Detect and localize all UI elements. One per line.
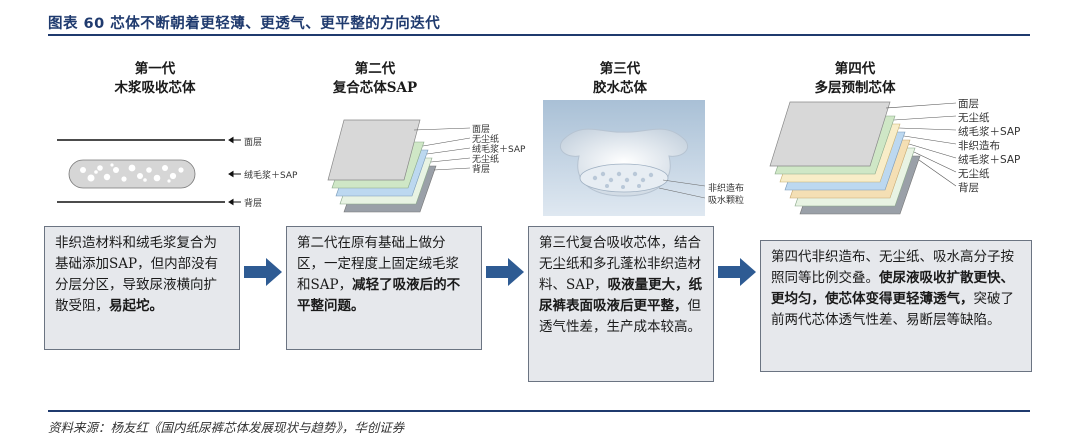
figure-source: 资料来源：杨友红《国内纸尿裤芯体发展现状与趋势》，华创证券 xyxy=(48,420,405,435)
gen1-layer-label: 绒毛浆＋SAP xyxy=(244,171,298,181)
gen3-description-box: 第三代复合吸收芯体，结合无尘纸和多孔蓬松非织造材料、SAP，吸液量更大，纸尿裤表… xyxy=(528,226,714,382)
gen3-title-line2: 胶水芯体 xyxy=(593,80,647,96)
gen1-description-box: 非织造材料和绒毛浆复合为基础添加SAP，但内部没有分层分区，导致尿液横向扩散受阻… xyxy=(44,226,240,350)
gen3-leader-lines xyxy=(658,179,705,199)
gen3-core-cells xyxy=(592,171,654,189)
figure-title: 图表 60 芯体不断朝着更轻薄、更透气、更平整的方向迭代 xyxy=(48,15,441,32)
gen4-layer-label: 绒毛浆＋SAP xyxy=(958,126,1021,138)
gen2-leader-lines xyxy=(413,127,470,171)
gen3-text: 第三代复合吸收芯体，结合无尘纸和多孔蓬松非织造材料、SAP， xyxy=(539,235,701,293)
gen1-heading: 第一代 木浆吸收芯体 xyxy=(80,60,230,98)
gen4-layer-label: 绒毛浆＋SAP xyxy=(958,154,1021,166)
gen2-layer-label: 无尘纸 xyxy=(472,155,500,165)
gen1-leader-arrows xyxy=(228,136,241,206)
gen4-layer-label: 非织造布 xyxy=(958,140,1000,152)
gen2-diagram xyxy=(327,119,470,213)
gen3-text-emphasis: 吸液量更大，纸尿裤表面吸液后更平整， xyxy=(539,277,703,314)
gen2-layer-label: 背层 xyxy=(472,165,491,175)
gen2-layer-label: 面层 xyxy=(472,125,491,135)
gen1-core-pill xyxy=(68,159,196,189)
gen4-leader-lines xyxy=(885,102,957,187)
figure-title-bar: 图表 60 芯体不断朝着更轻薄、更透气、更平整的方向迭代 xyxy=(48,10,1030,36)
gen4-diagram xyxy=(769,101,957,215)
gen2-layer-label: 绒毛浆＋SAP xyxy=(472,145,526,155)
gen4-description-box: 第四代非织造布、无尘纸、吸水高分子按照同等比例交叠。使尿液吸收扩散更快、更均匀，… xyxy=(760,240,1032,372)
gen1-core-particles xyxy=(80,163,184,183)
gen4-layer-top xyxy=(769,101,891,167)
gen3-layer-label: 非织造布 xyxy=(708,184,745,194)
gen1-text: 非织造材料和绒毛浆复合为基础添加SAP，但内部没有分层分区，导致尿液横向扩散受阻… xyxy=(55,235,219,314)
gen4-text: 第四代非织造布、无尘纸、吸水高分子按照同等比例交叠。 xyxy=(771,249,1014,286)
gen1-layer-label: 背层 xyxy=(244,199,263,209)
gen2-title-line1: 第二代 xyxy=(354,61,396,77)
gen3-title-line1: 第三代 xyxy=(599,61,641,77)
gen4-layer-label: 背层 xyxy=(958,182,979,194)
gen1-title-line2: 木浆吸收芯体 xyxy=(114,80,196,96)
gen4-layer-label: 无尘纸 xyxy=(958,112,990,124)
arrow-right-icon xyxy=(244,258,282,286)
gen1-text-emphasis: 易起坨。 xyxy=(109,298,163,314)
arrow-right-icon xyxy=(718,258,756,286)
arrow-right-icon xyxy=(486,258,524,286)
gen2-description-box: 第二代在原有基础上做分区，一定程度上固定绒毛浆和SAP，减轻了吸液后的不平整问题… xyxy=(286,226,482,350)
gen4-layer-label: 面层 xyxy=(958,98,979,110)
gen4-title-line2: 多层预制芯体 xyxy=(814,80,896,96)
gen3-heading: 第三代 胶水芯体 xyxy=(555,60,685,98)
gen2-layer-top xyxy=(327,119,421,181)
gen2-text-emphasis: 减轻了吸液后的不平整问题。 xyxy=(297,277,461,314)
gen3-text-tail: 但透气性差，生产成本较高。 xyxy=(539,298,701,335)
gen4-heading: 第四代 多层预制芯体 xyxy=(790,60,920,98)
gen1-diagram xyxy=(57,136,241,206)
gen4-title-line1: 第四代 xyxy=(834,61,876,77)
gen2-title-line2: 复合芯体SAP xyxy=(332,80,418,96)
gen2-text: 第二代在原有基础上做分区，一定程度上固定绒毛浆和SAP， xyxy=(297,235,459,293)
gen4-text-tail: 突破了前两代芯体透气性差、易断层等缺陷。 xyxy=(771,291,1014,328)
gen4-text-emphasis: 使尿液吸收扩散更快、更均匀，使芯体变得更轻薄透气， xyxy=(771,270,1014,307)
gen2-layer-label: 无尘纸 xyxy=(472,135,500,145)
source-divider xyxy=(48,410,1030,412)
gen1-layer-label: 面层 xyxy=(244,138,263,148)
gen4-layer-label: 无尘纸 xyxy=(958,168,990,180)
gen3-photo xyxy=(543,100,705,216)
gen1-title-line1: 第一代 xyxy=(134,61,176,77)
gen2-heading: 第二代 复合芯体SAP xyxy=(300,60,450,98)
gen3-layer-label: 吸水颗粒 xyxy=(708,196,745,206)
gen3-absorbent-core xyxy=(579,163,669,193)
